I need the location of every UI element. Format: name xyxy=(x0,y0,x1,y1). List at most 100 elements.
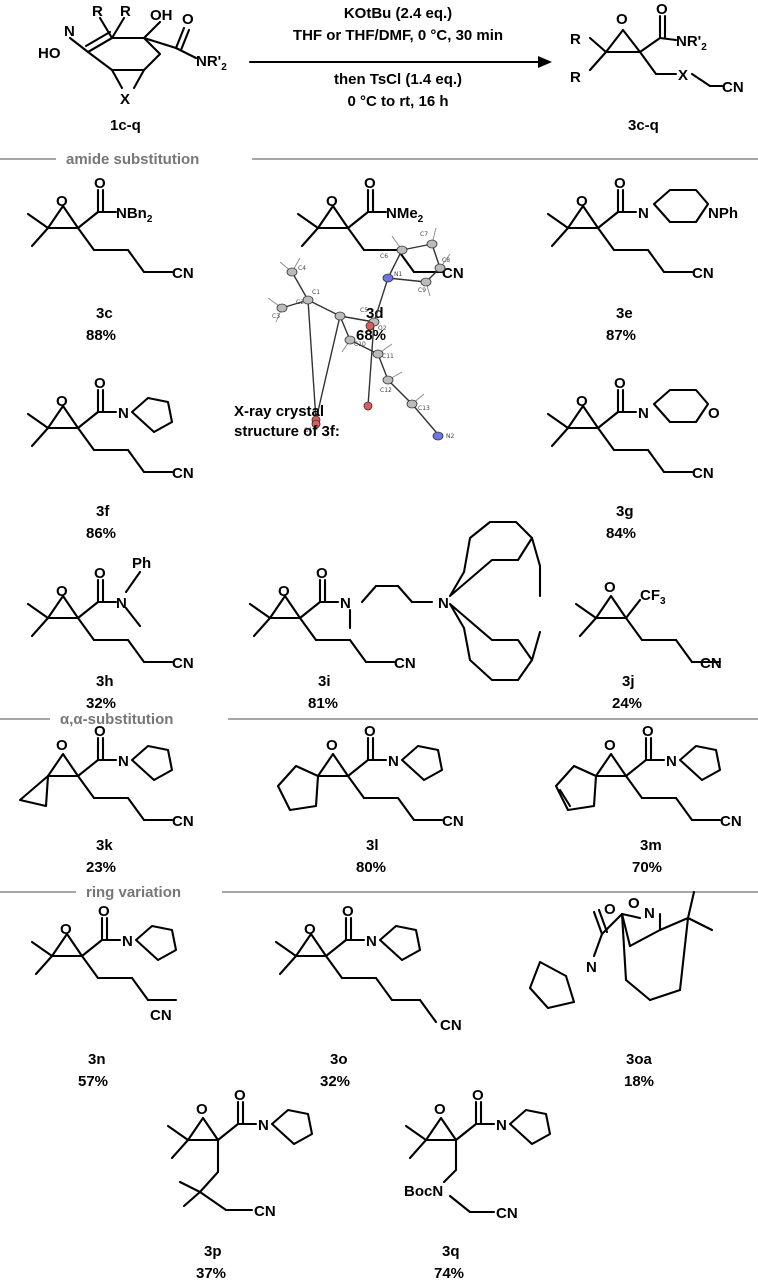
atom-cn: CN xyxy=(150,1007,172,1024)
atom-o: O xyxy=(56,737,68,754)
atom-o: O xyxy=(342,903,354,920)
atom-o: O xyxy=(196,1101,208,1118)
compound-id-3h: 3h xyxy=(96,673,114,690)
atom-o: O xyxy=(434,1101,446,1118)
structure-3e xyxy=(546,188,710,274)
xray-crystal-structure xyxy=(267,227,451,441)
crystal-atom-label: C6 xyxy=(380,253,388,260)
compound-id-3f: 3f xyxy=(96,503,110,520)
compound-id-3k: 3k xyxy=(96,837,113,854)
product-r-1: R xyxy=(570,31,581,48)
crystal-atom-label: C12 xyxy=(380,387,392,394)
r-label-2: R xyxy=(120,3,131,20)
structure-3j xyxy=(574,594,722,664)
structure-3h xyxy=(26,570,174,664)
crystal-atom-label: C10 xyxy=(354,341,366,348)
atom-cf3: CF3 xyxy=(640,587,666,607)
yield-3p: 37% xyxy=(196,1265,226,1282)
condition-line-4: 0 °C to rt, 16 h xyxy=(347,93,448,110)
atom-o: O xyxy=(708,405,720,422)
yield-3oa: 18% xyxy=(624,1073,654,1090)
atom-o: O xyxy=(576,193,588,210)
crystal-atom-label: O2 xyxy=(378,325,387,332)
starting-material-structure xyxy=(68,16,198,72)
atom-nbn2: NBn2 xyxy=(116,205,153,225)
section-header-alpha: α,α-substitution xyxy=(60,711,173,728)
structure-3l xyxy=(276,736,444,822)
hydroxyl-label: HO xyxy=(38,45,61,62)
structure-3i xyxy=(248,520,542,682)
crystal-atom-label: C11 xyxy=(382,353,394,360)
yield-3k: 23% xyxy=(86,859,116,876)
atom-n: N xyxy=(666,753,677,770)
atom-cn: CN xyxy=(254,1203,276,1220)
atom-cn: CN xyxy=(172,655,194,672)
compound-id-3e: 3e xyxy=(616,305,633,322)
atom-o: O xyxy=(576,393,588,410)
r-label-1: R xyxy=(92,3,103,20)
atom-o: O xyxy=(326,737,338,754)
compound-id-3o: 3o xyxy=(330,1051,348,1068)
amide-n-label: NR'2 xyxy=(196,53,227,73)
atom-n: N xyxy=(496,1117,507,1134)
yield-3f: 86% xyxy=(86,525,116,542)
atom-n: N xyxy=(118,405,129,422)
oxime-n-label: N xyxy=(64,23,75,40)
atom-o: O xyxy=(604,737,616,754)
atom-ph: Ph xyxy=(132,555,151,572)
product-r-2: R xyxy=(570,69,581,86)
atom-cn: CN xyxy=(172,813,194,830)
atom-cn: CN xyxy=(172,265,194,282)
yield-3m: 70% xyxy=(632,859,662,876)
atom-o: O xyxy=(60,921,72,938)
atom-o: O xyxy=(604,579,616,596)
compound-id-3m: 3m xyxy=(640,837,662,854)
crystal-atom-label: C9 xyxy=(418,287,426,294)
atom-o: O xyxy=(364,175,376,192)
atom-o: O xyxy=(326,193,338,210)
atom-cn: CN xyxy=(496,1205,518,1222)
atom-o: O xyxy=(304,921,316,938)
atom-o: O xyxy=(98,903,110,920)
atom-n: N xyxy=(644,905,655,922)
section-header-amide: amide substitution xyxy=(66,151,199,168)
structure-3n xyxy=(30,916,178,1002)
yield-3e: 87% xyxy=(606,327,636,344)
atom-cn: CN xyxy=(440,1017,462,1034)
compound-id-3n: 3n xyxy=(88,1051,106,1068)
structure-3m xyxy=(554,736,722,822)
product-amide-n: NR'2 xyxy=(676,33,707,53)
structure-3q xyxy=(404,1100,552,1214)
crystal-atom-label: C5 xyxy=(360,307,368,314)
crystal-atom-label: C7 xyxy=(420,231,428,238)
atom-o: O xyxy=(278,583,290,600)
start-compound-label: 1c-q xyxy=(110,117,141,134)
compound-id-3j: 3j xyxy=(622,673,635,690)
atom-cn: CN xyxy=(442,813,464,830)
crystal-atom-label: C13 xyxy=(418,405,430,412)
atom-o: O xyxy=(472,1087,484,1104)
structure-3f xyxy=(26,388,174,474)
structure-3oa xyxy=(528,890,714,1010)
atom-n: N xyxy=(388,753,399,770)
structure-3p xyxy=(166,1100,314,1212)
atom-cn: CN xyxy=(692,265,714,282)
compound-id-3g: 3g xyxy=(616,503,634,520)
yield-3q: 74% xyxy=(434,1265,464,1282)
yield-3o: 32% xyxy=(320,1073,350,1090)
product-epoxide-o: O xyxy=(616,11,628,28)
atom-o: O xyxy=(94,723,106,740)
atom-cn: CN xyxy=(720,813,742,830)
atom-o: O xyxy=(94,375,106,392)
ring-x-label: X xyxy=(120,91,130,108)
arrow-head-icon xyxy=(538,56,552,68)
product-cn-label: CN xyxy=(722,79,744,96)
yield-3h: 32% xyxy=(86,695,116,712)
structure-3o xyxy=(274,916,438,1024)
yield-3l: 80% xyxy=(356,859,386,876)
atom-o: O xyxy=(642,723,654,740)
atom-n: N xyxy=(638,405,649,422)
crystal-atom-label: N1 xyxy=(394,271,402,278)
crystal-atom-label: O1 xyxy=(304,427,313,434)
oh-label: OH xyxy=(150,7,173,24)
